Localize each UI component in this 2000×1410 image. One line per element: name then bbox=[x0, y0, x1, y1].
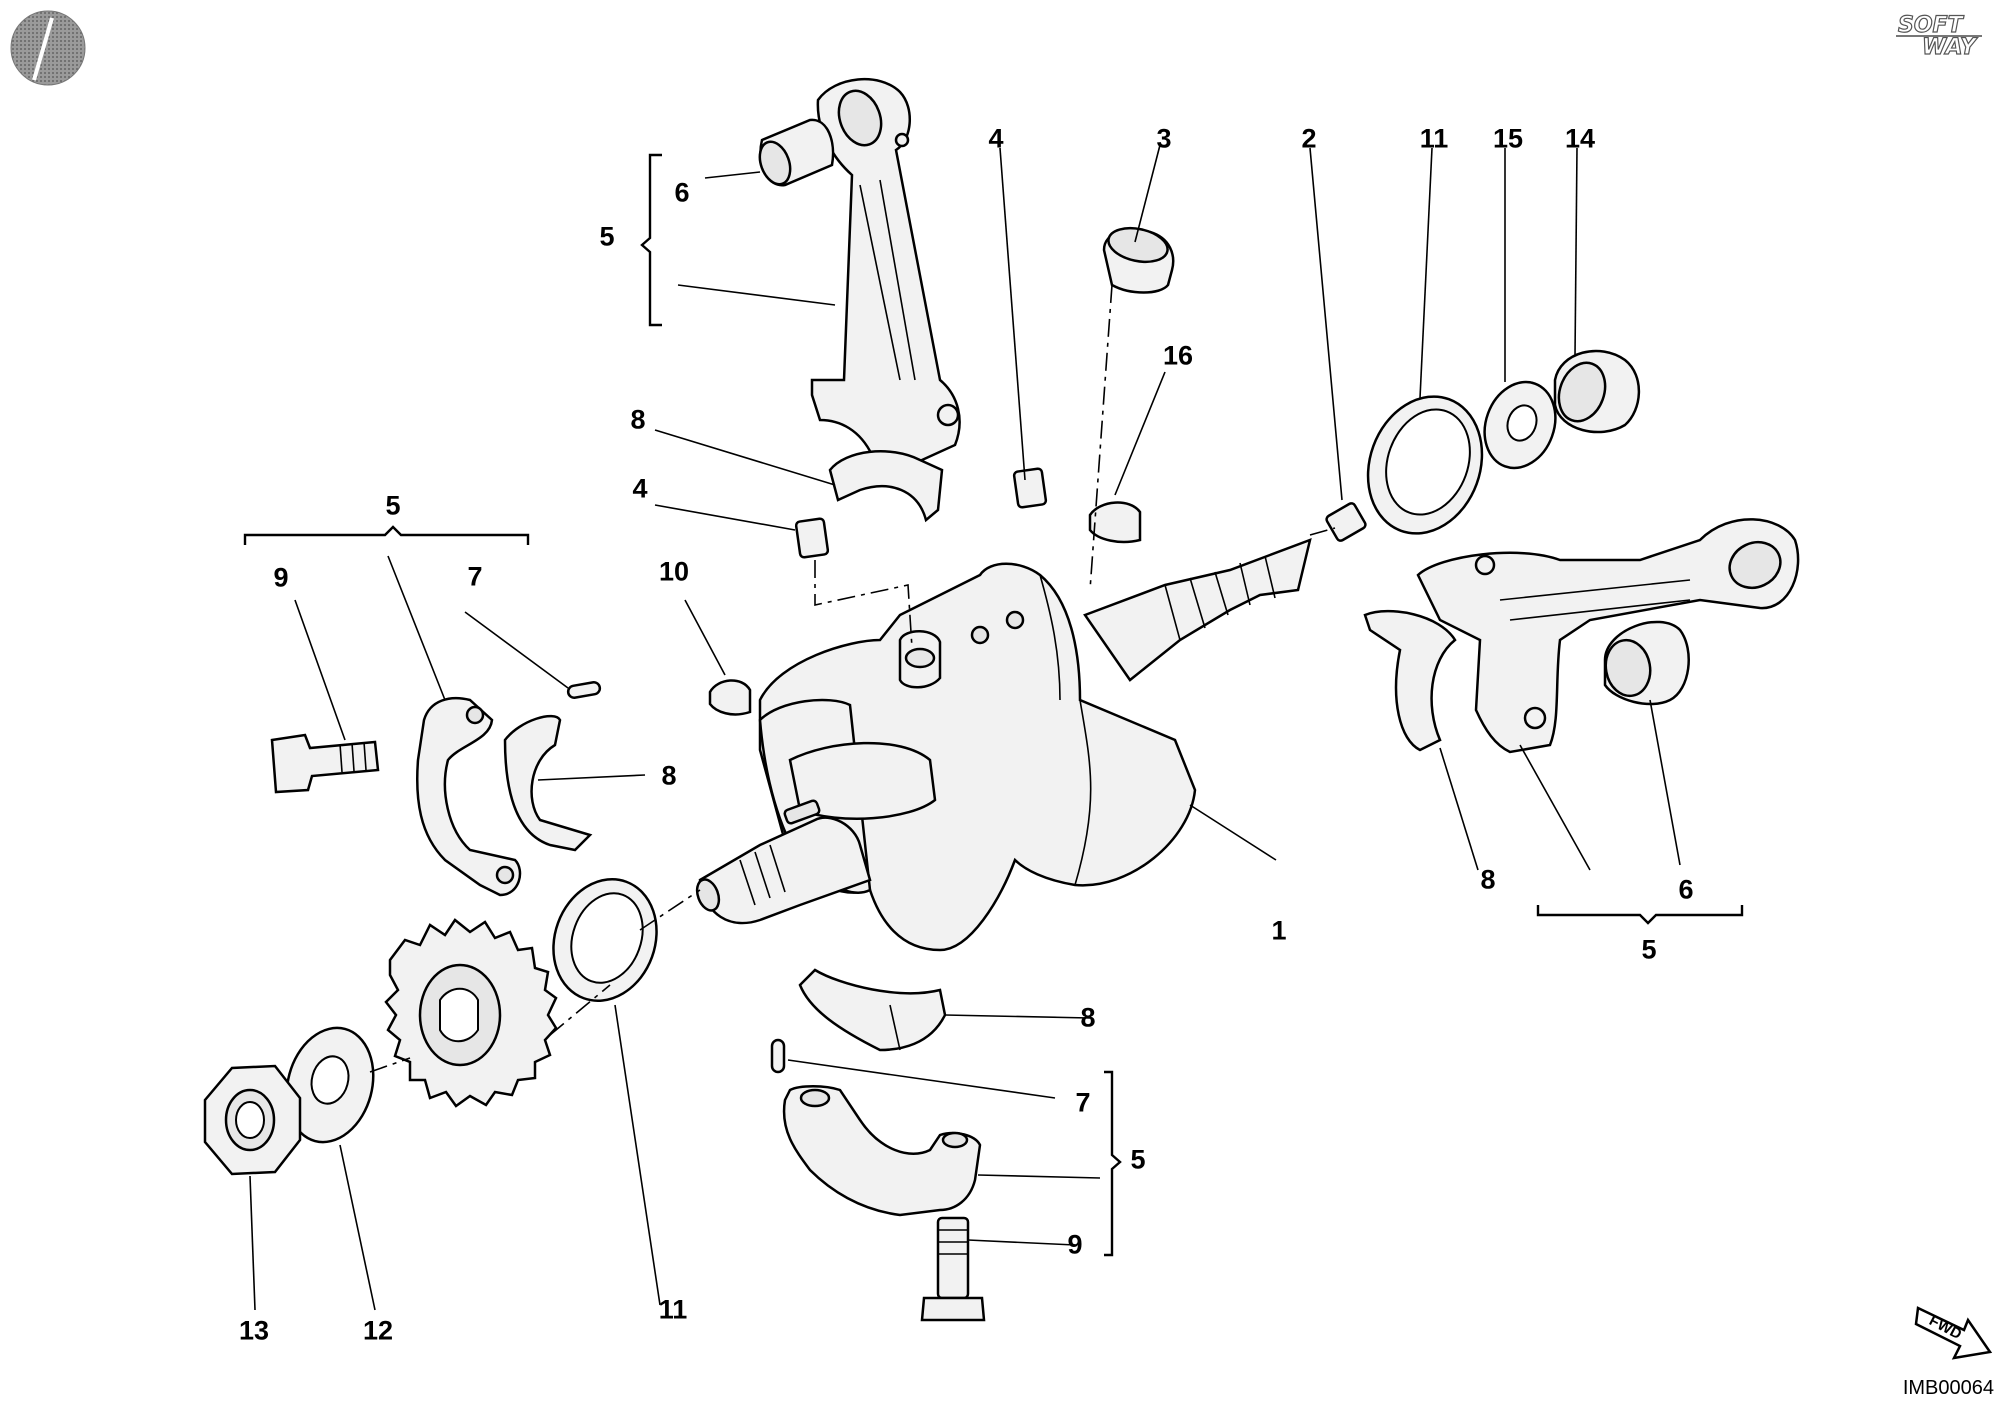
braces bbox=[243, 153, 1744, 1257]
callout-4-left: 4 bbox=[632, 473, 648, 504]
washer-15 bbox=[1483, 380, 1557, 470]
callout-8-top: 8 bbox=[630, 404, 646, 435]
callout-6-right: 6 bbox=[1678, 874, 1694, 905]
callout-8-right: 8 bbox=[1480, 864, 1496, 895]
leader-lines bbox=[249, 144, 1681, 1311]
callout-1: 1 bbox=[1271, 915, 1287, 946]
callout-7-left: 7 bbox=[467, 561, 483, 592]
crankshaft bbox=[695, 538, 1312, 952]
small-end-bushing-upper bbox=[758, 118, 835, 187]
callout-6-top: 6 bbox=[674, 177, 690, 208]
callout-5-left: 5 bbox=[385, 490, 401, 521]
woodruff-key-10 bbox=[708, 679, 752, 716]
dowel-pin-bottom bbox=[770, 1038, 786, 1074]
rod-bolt-bottom bbox=[920, 1216, 986, 1322]
callout-8-left: 8 bbox=[661, 760, 677, 791]
grub-screw-4b bbox=[1012, 467, 1048, 509]
callout-5-top: 5 bbox=[599, 221, 615, 252]
callout-11-top: 11 bbox=[1419, 123, 1449, 154]
connecting-rod-right bbox=[1416, 518, 1800, 754]
connecting-rod-upper bbox=[810, 77, 961, 472]
bearing-shell-left bbox=[503, 714, 593, 852]
brand-text-top: SOFT bbox=[1898, 13, 1965, 38]
bearing-shell-right bbox=[1363, 609, 1457, 752]
callout-9-left: 9 bbox=[273, 562, 289, 593]
callout-3: 3 bbox=[1156, 123, 1172, 154]
brand-text-bottom: WAY bbox=[1922, 35, 1978, 60]
bearing-shell-upper bbox=[828, 450, 944, 523]
callout-11-bottom: 11 bbox=[658, 1294, 688, 1325]
callout-7-bottom: 7 bbox=[1075, 1087, 1091, 1118]
callout-4-top: 4 bbox=[988, 123, 1004, 154]
plug-3 bbox=[1102, 226, 1175, 294]
callout-8-bottom: 8 bbox=[1080, 1002, 1096, 1033]
callout-10: 10 bbox=[658, 556, 690, 587]
dowel-pin-left bbox=[566, 681, 602, 699]
fwd-arrow-icon: FWD bbox=[1914, 1294, 1994, 1364]
callout-13: 13 bbox=[238, 1315, 270, 1346]
shim-washer-right bbox=[1366, 395, 1484, 535]
small-end-bushing-right bbox=[1603, 620, 1690, 706]
axis-lines bbox=[369, 284, 1336, 1073]
grub-screw-2 bbox=[1325, 502, 1367, 542]
callout-5-right: 5 bbox=[1641, 934, 1657, 965]
rod-cap-left bbox=[415, 696, 522, 897]
callout-5-bottom: 5 bbox=[1130, 1144, 1146, 1175]
callout-15: 15 bbox=[1492, 123, 1524, 154]
softway-logo: SOFT WAY bbox=[1892, 8, 1988, 61]
callout-9-bottom: 9 bbox=[1067, 1229, 1083, 1260]
washer-12 bbox=[285, 1026, 375, 1144]
callout-12: 12 bbox=[362, 1315, 394, 1346]
bearing-shell-bottom bbox=[798, 968, 947, 1052]
timing-gear bbox=[384, 918, 558, 1108]
rod-cap-bottom bbox=[782, 1085, 982, 1217]
grub-screw-4a bbox=[794, 517, 830, 559]
woodruff-key-16 bbox=[1088, 501, 1142, 544]
seal-14 bbox=[1553, 349, 1641, 434]
brand-logo-disc bbox=[8, 8, 88, 88]
rod-bolt-left bbox=[270, 733, 380, 794]
callout-14: 14 bbox=[1564, 123, 1596, 154]
callout-2: 2 bbox=[1301, 123, 1317, 154]
nut-13 bbox=[203, 1064, 302, 1176]
shim-washer-left bbox=[552, 878, 658, 1002]
diagram-code: IMB00064 bbox=[1902, 1377, 1994, 1399]
callout-16: 16 bbox=[1162, 340, 1194, 371]
